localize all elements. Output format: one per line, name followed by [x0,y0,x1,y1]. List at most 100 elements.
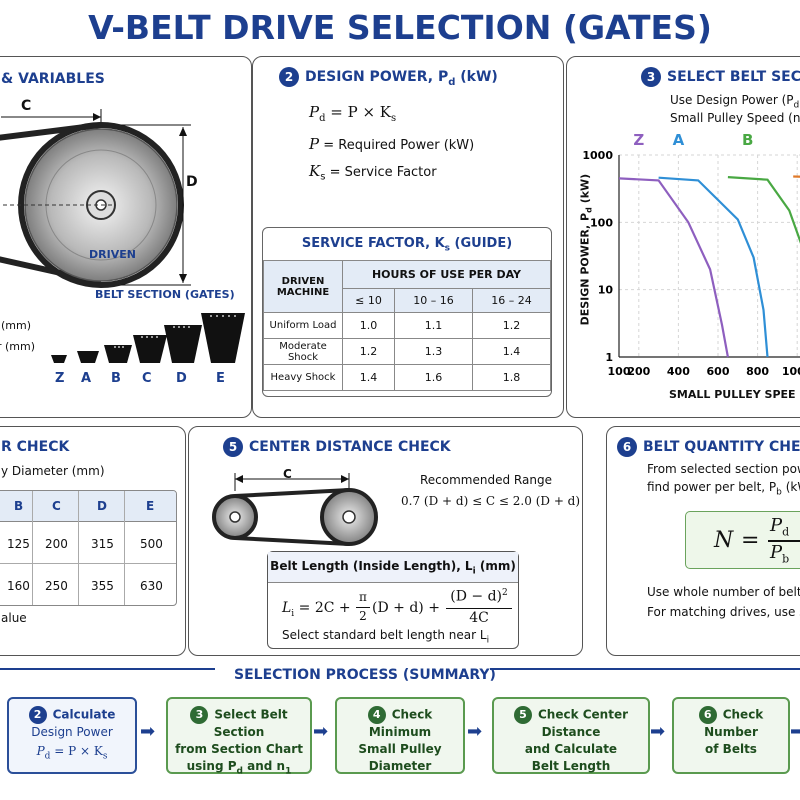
step-number-6-badge: 6 [617,437,637,457]
belt-section-title: BELT SECTION (GATES) [95,288,235,301]
panel-variables-title: & VARIABLES [1,71,105,87]
y-tick-label: 1 [605,351,613,364]
diam-r2-e: 630 [140,579,163,593]
hours-le-10: ≤ 10 [341,288,396,313]
section-d-label: D [176,371,187,386]
y-tick-label: 1000 [582,149,613,162]
flow-arrow-5: ➡ [790,721,800,742]
flow-arrow-3: ➡ [467,721,483,742]
summary-rule-left [0,668,215,670]
service-factor-table: DRIVEN MACHINE HOURS OF USE PER DAY ≤ 10… [263,260,551,391]
driven-label: DRIVEN [89,248,136,261]
series-line-b [727,176,800,244]
section-a-label: A [81,371,92,386]
belt-length-note: Select standard belt length near Li [282,628,490,646]
quantity-note-2: For matching drives, use sa [647,605,800,619]
section-c-label: C [142,371,152,386]
left-line-2: r (mm) [0,340,36,353]
hours-10-16: 10 – 16 [394,288,474,313]
panel-variables: & VARIABLES C D DRIVEN (mm) r (mm) B [0,56,252,418]
col-driven-machine: DRIVEN MACHINE [263,260,343,313]
series-line-z [618,177,729,358]
section-b-label: B [111,371,121,386]
diam-r1-b: 125 [7,537,30,551]
diam-col-d: D [97,499,107,513]
summary-title: SELECTION PROCESS (SUMMARY) [234,667,496,683]
flow-arrow-1: ➡ [140,721,156,742]
diam-r2-b: 160 [7,579,30,593]
section-z-label: Z [55,371,65,386]
diam-col-b: B [14,499,24,513]
y-tick-label: 10 [598,284,614,297]
section-letters: Z A B C D E [0,371,251,391]
dimension-d-label: D [186,174,198,190]
x-tick-label: 600 [707,365,730,378]
diam-col-c: C [52,499,61,513]
belt-length-title: Belt Length (Inside Length), Li (mm) [270,559,516,577]
diameter-footer: alue [1,611,27,625]
step-number-2-badge: 2 [279,67,299,87]
series-label-z: Z [633,131,644,149]
section-a-shape [77,351,99,363]
step-number-3-badge: 3 [641,67,661,87]
belt-length-formula: Li = 2C + π 2 (D + d) + (D − d)2 4C [282,588,518,626]
diam-r1-e: 500 [140,537,163,551]
belt-count-formula-box: N = Pd Pb [685,511,800,569]
page-title: V-BELT DRIVE SELECTION (GATES) [88,8,712,47]
series-label-a: A [673,131,685,149]
left-line-1: (mm) [1,319,32,332]
summary-rule-right [490,668,800,670]
chart-x-axis-label: SMALL PULLEY SPEE [669,388,796,401]
series-label-b: B [742,131,753,149]
diameter-table: B C D E 125 200 315 500 160 250 355 630 [0,490,177,606]
x-tick-label: 200 [627,365,650,378]
definition-ks: Ks = Service Factor [309,162,437,183]
section-chart: 11010010001002004006008001000ZAB [582,131,800,378]
section-d-shape [164,325,202,363]
step-number-5-badge: 5 [223,437,243,457]
series-line-extra [793,175,800,178]
flow-arrow-2: ➡ [313,721,329,742]
two-pulley-diagram [212,473,378,546]
service-factor-box: SERVICE FACTOR, Ks (GUIDE) DRIVEN MACHIN… [262,227,552,397]
section-b-shape [104,345,132,363]
y-tick-label: 100 [590,216,613,229]
belt-length-box: Belt Length (Inside Length), Li (mm) Li … [267,551,519,649]
diam-r2-d: 355 [91,579,114,593]
diameter-subtitle: y Diameter (mm) [1,464,105,478]
dimension-c-label: C [21,98,32,114]
equation-design-power: Pd = P × Ks [309,103,397,124]
flow-arrow-4: ➡ [650,721,666,742]
diam-col-e: E [146,499,155,513]
section-c-shape [133,335,167,363]
section-z-shape [51,355,67,363]
series-line-a [658,176,769,358]
definition-p: P = Required Power (kW) [309,135,475,153]
quantity-note-1: Use whole number of belts. [647,585,800,599]
diam-r1-d: 315 [91,537,114,551]
service-factor-title: SERVICE FACTOR, Ks (GUIDE) [301,236,513,254]
hours-16-24: 16 – 24 [472,288,551,313]
diam-r2-c: 250 [45,579,68,593]
center-distance-c-label: C [283,467,292,481]
pulley-diagram [0,109,191,288]
x-tick-label: 400 [667,365,690,378]
section-e-shape [201,313,245,363]
diam-r1-c: 200 [45,537,68,551]
x-tick-label: 1000 [782,365,800,378]
section-e-label: E [216,371,225,386]
